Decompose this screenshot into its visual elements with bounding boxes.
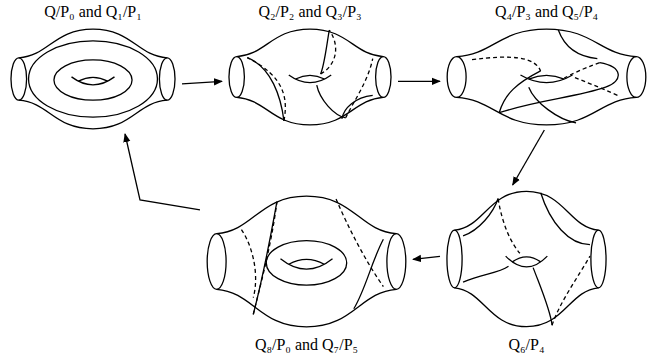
boundary-circle <box>447 230 462 288</box>
surface-outline <box>457 29 637 57</box>
surface-hole <box>529 75 564 79</box>
torus-surface <box>228 26 392 128</box>
surface-caption: Q₂/P₂ and Q₃/P₃ <box>222 2 398 22</box>
boundary-circle <box>627 57 646 98</box>
surface-curve <box>463 266 508 282</box>
torus-surface <box>446 187 607 331</box>
surface-curve <box>342 95 373 118</box>
cycle-arrow <box>182 81 222 83</box>
boundary-circle <box>376 57 391 98</box>
surface-curve <box>541 193 590 245</box>
surface-curve <box>29 41 158 117</box>
surface-curve <box>317 85 346 118</box>
surface-curve <box>346 59 373 118</box>
surface-outline <box>237 97 384 125</box>
cycle-arrow <box>398 81 440 82</box>
surface-curve <box>564 63 599 78</box>
boundary-circle <box>447 57 466 98</box>
torus-surface <box>206 192 407 331</box>
surface-node: Q₂/P₂ and Q₃/P₃ <box>222 2 398 130</box>
surface-curve <box>247 58 285 121</box>
surface-caption: Q₈/P₀ and Q₇/P₅ <box>200 335 413 355</box>
surface-outline <box>455 191 599 230</box>
cycle-arrow <box>125 134 200 210</box>
surface-curve <box>472 57 541 71</box>
surface-node: Q₆/P₄ <box>440 185 613 355</box>
surface-curve <box>499 63 618 113</box>
surface-curve <box>498 199 520 254</box>
cycle-arrow <box>513 130 545 185</box>
surface-curve <box>533 268 552 326</box>
boundary-circle <box>159 58 175 100</box>
boundary-circle <box>229 57 244 98</box>
surface-hole <box>506 256 548 267</box>
surface-node: Q₄/P₃ and Q₅/P₄ <box>440 2 651 130</box>
cycle-arrow <box>413 256 440 259</box>
surface-curve <box>552 256 590 325</box>
torus-surface <box>10 26 176 132</box>
surface-hole <box>280 259 332 269</box>
surface-curve <box>266 241 346 285</box>
boundary-circle <box>387 234 406 290</box>
surface-curve <box>54 60 132 100</box>
surface-curve <box>321 30 336 74</box>
surface-outline <box>217 289 397 327</box>
surface-curve <box>354 239 384 309</box>
boundary-circle <box>11 58 27 100</box>
surface-hole <box>72 77 115 85</box>
surface-curve <box>253 202 277 315</box>
surface-curve <box>574 77 618 95</box>
surface-hole <box>78 77 107 81</box>
surface-hole <box>520 75 572 83</box>
surface-hole <box>289 259 324 264</box>
surface-curve <box>558 30 597 59</box>
surface-outline <box>237 29 384 57</box>
surface-caption: Q₆/P₄ <box>440 335 613 355</box>
surface-outline <box>217 196 397 234</box>
surface-outline <box>19 29 167 58</box>
surface-curve <box>336 199 383 287</box>
boundary-circle <box>207 234 226 290</box>
torus-surface <box>446 26 647 128</box>
surface-caption: Q₄/P₃ and Q₅/P₄ <box>440 2 651 22</box>
surface-node: Q/P₀ and Q₁/P₁ <box>4 2 182 134</box>
surface-curve <box>241 230 255 298</box>
surface-hole <box>289 75 331 83</box>
surface-curve <box>463 199 498 236</box>
surface-curve <box>529 87 576 123</box>
surface-curve <box>253 202 277 315</box>
surface-curve <box>247 58 284 121</box>
surface-outline <box>455 288 599 327</box>
surface-hole <box>512 257 540 262</box>
boundary-circle <box>591 230 606 288</box>
surface-outline <box>19 100 167 129</box>
surface-caption: Q/P₀ and Q₁/P₁ <box>4 2 182 22</box>
surface-node: Q₈/P₀ and Q₇/P₅ <box>200 190 413 355</box>
surface-hole <box>296 75 325 79</box>
